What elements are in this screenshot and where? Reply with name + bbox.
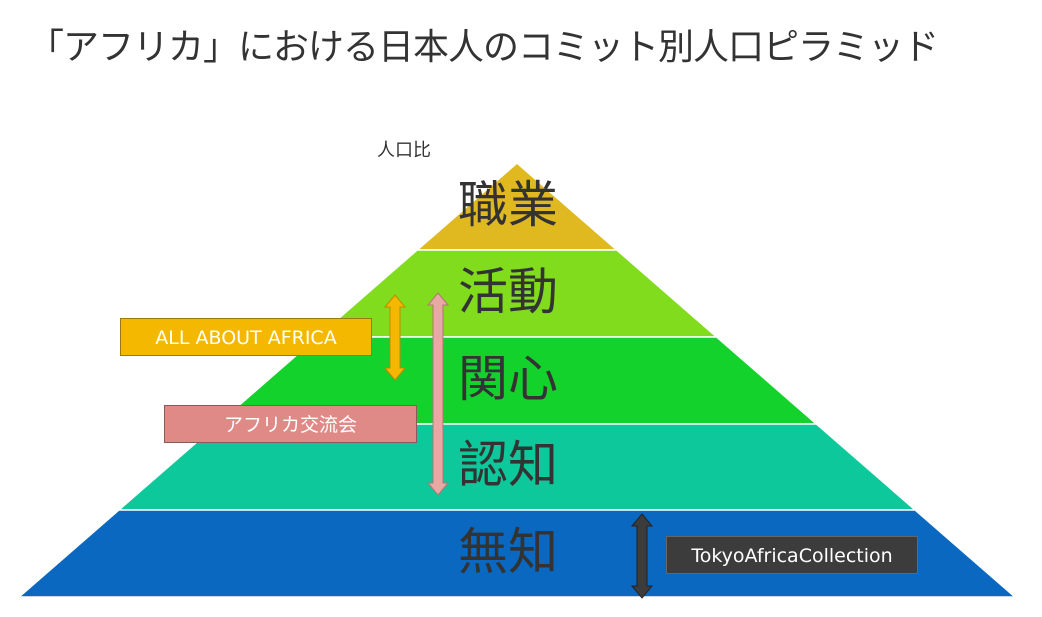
double-arrow-icon xyxy=(630,513,654,599)
axis-label: 人口比 xyxy=(377,140,431,161)
double-arrow-icon xyxy=(426,292,450,496)
pyramid-layer xyxy=(16,509,1018,598)
layer-label-interest: 関心 xyxy=(458,350,558,408)
callout-all-about-africa: ALL ABOUT AFRICA xyxy=(120,318,372,356)
callout-africa-exchange: アフリカ交流会 xyxy=(164,405,417,443)
layer-label-activity: 活動 xyxy=(458,263,558,321)
callout-tokyo-africa-collection: TokyoAfricaCollection xyxy=(666,536,918,574)
double-arrow-icon xyxy=(383,294,407,381)
layer-label-ignorance: 無知 xyxy=(458,523,558,581)
layer-label-occupation: 職業 xyxy=(458,176,558,234)
layer-label-awareness: 認知 xyxy=(458,436,558,494)
page-title: 「アフリカ」における日本人のコミット別人口ピラミッド xyxy=(28,27,939,68)
